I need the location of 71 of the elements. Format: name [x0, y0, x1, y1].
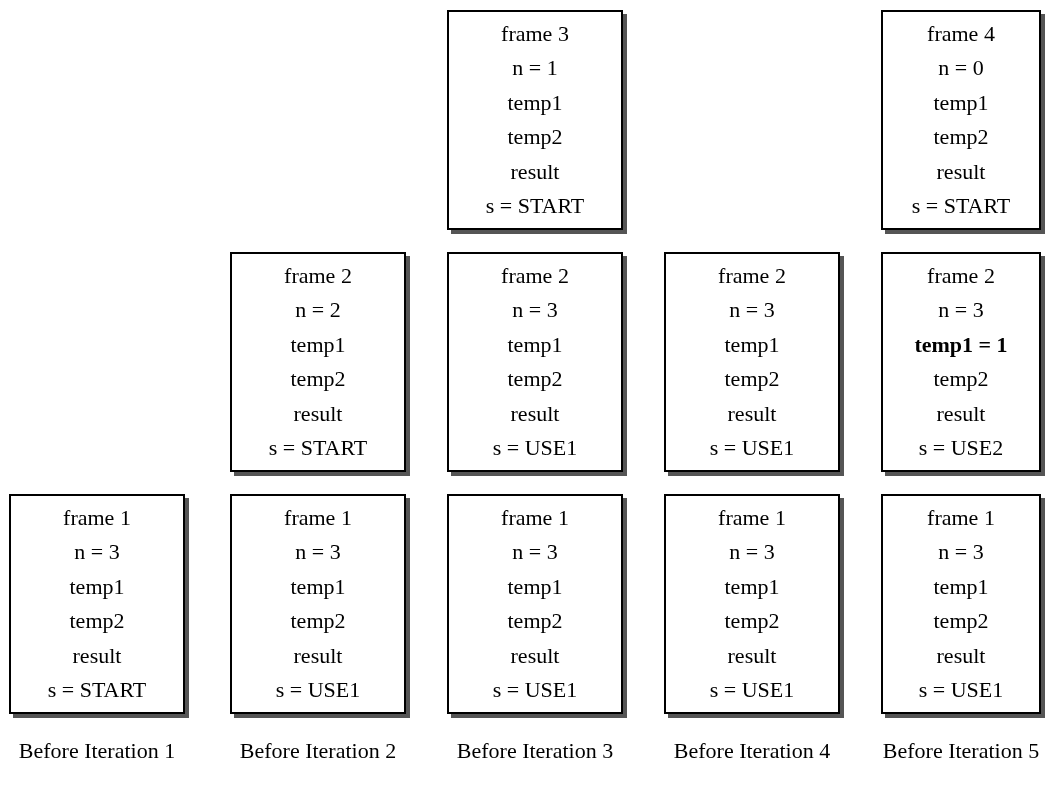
frame-field: temp1 — [290, 569, 346, 604]
frame-field: temp1 — [933, 85, 989, 120]
frame-field: temp2 — [507, 362, 563, 397]
frame-field: frame 3 — [501, 16, 569, 51]
frame-field: n = 1 — [512, 51, 558, 86]
frame-field: s = START — [268, 431, 368, 466]
frame-field: temp2 — [933, 604, 989, 639]
frame-field: temp2 — [290, 362, 346, 397]
iteration-caption: Before Iteration 3 — [455, 737, 615, 765]
frame-field: n = 3 — [74, 535, 120, 570]
frame-field: result — [510, 638, 560, 673]
frame-field: temp1 — [724, 327, 780, 362]
iteration-caption: Before Iteration 5 — [881, 737, 1041, 765]
frame-field: n = 2 — [295, 293, 341, 328]
frame-field: temp1 — [724, 569, 780, 604]
frame-field: frame 1 — [501, 500, 569, 535]
frame-field: temp2 — [69, 604, 125, 639]
frame-field: frame 1 — [927, 500, 995, 535]
frame-field: result — [72, 638, 122, 673]
frame-field: temp2 — [507, 120, 563, 155]
frame-field: result — [510, 396, 560, 431]
iteration-caption: Before Iteration 1 — [17, 737, 177, 765]
frame-field: s = START — [911, 189, 1011, 224]
frame-field: result — [293, 638, 343, 673]
frame-field: frame 2 — [501, 258, 569, 293]
frame-field: n = 3 — [512, 535, 558, 570]
frame-field: frame 1 — [284, 500, 352, 535]
frame-field: temp2 — [290, 604, 346, 639]
frame-field: s = USE1 — [709, 431, 795, 466]
frame-field: s = USE1 — [275, 673, 361, 708]
frame-field: s = USE1 — [492, 431, 578, 466]
frame-field: s = USE2 — [918, 431, 1004, 466]
frame-field: temp1 — [933, 569, 989, 604]
frame-field: result — [293, 396, 343, 431]
frame-field: result — [936, 396, 986, 431]
frame-field: n = 3 — [512, 293, 558, 328]
frame-field: result — [510, 154, 560, 189]
frame-field: s = START — [47, 673, 147, 708]
frame-field: temp2 — [724, 604, 780, 639]
frame-field: temp1 — [507, 327, 563, 362]
frame-field: n = 3 — [729, 293, 775, 328]
frame-field: n = 3 — [729, 535, 775, 570]
frame-field: s = USE1 — [709, 673, 795, 708]
frame-field: result — [727, 638, 777, 673]
frame-field: frame 1 — [718, 500, 786, 535]
iteration-caption: Before Iteration 2 — [238, 737, 398, 765]
frame-field: temp1 — [290, 327, 346, 362]
frame-field: frame 2 — [718, 258, 786, 293]
frame-field: n = 3 — [295, 535, 341, 570]
iteration-caption: Before Iteration 4 — [672, 737, 832, 765]
frame-field: temp2 — [933, 362, 989, 397]
frame-field: n = 3 — [938, 535, 984, 570]
frame-field: result — [727, 396, 777, 431]
frame-field: temp2 — [507, 604, 563, 639]
frame-field: temp1 = 1 — [914, 327, 1008, 362]
frame-field: s = USE1 — [492, 673, 578, 708]
frame-field: temp1 — [69, 569, 125, 604]
frame-field: temp2 — [933, 120, 989, 155]
frame-field: result — [936, 638, 986, 673]
frame-field: n = 0 — [938, 51, 984, 86]
frame-field: frame 1 — [63, 500, 131, 535]
frame-field: temp2 — [724, 362, 780, 397]
frame-field: s = USE1 — [918, 673, 1004, 708]
frame-field: result — [936, 154, 986, 189]
frame-field: frame 2 — [927, 258, 995, 293]
frame-field: temp1 — [507, 569, 563, 604]
frame-field: s = START — [485, 189, 585, 224]
frame-field: temp1 — [507, 85, 563, 120]
frame-field: n = 3 — [938, 293, 984, 328]
frame-field: frame 2 — [284, 258, 352, 293]
frame-field: frame 4 — [927, 16, 995, 51]
